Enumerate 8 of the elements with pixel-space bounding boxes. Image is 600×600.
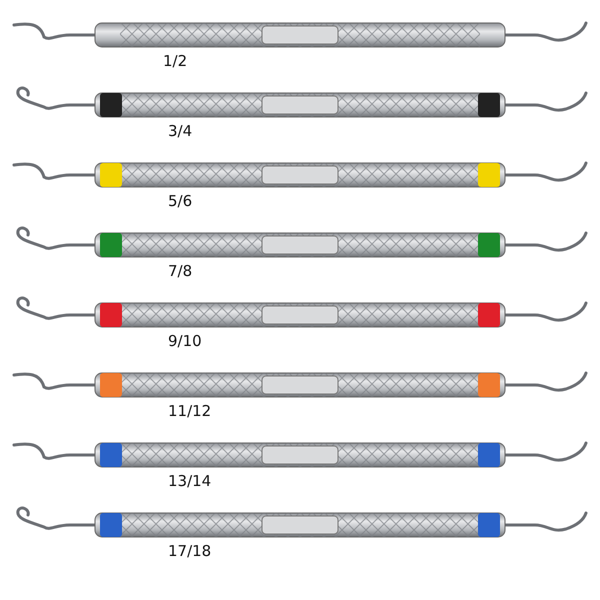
instrument-number: 7/8 <box>168 262 192 280</box>
instrument-number: 1/2 <box>163 52 188 70</box>
instrument-number: 3/4 <box>168 122 192 140</box>
instrument-number: 11/12 <box>168 402 212 420</box>
instrument-number: 17/18 <box>168 542 212 560</box>
instrument-number: 5/6 <box>168 192 192 210</box>
instrument-number: 9/10 <box>168 332 202 350</box>
instrument-number: 13/14 <box>168 472 212 490</box>
